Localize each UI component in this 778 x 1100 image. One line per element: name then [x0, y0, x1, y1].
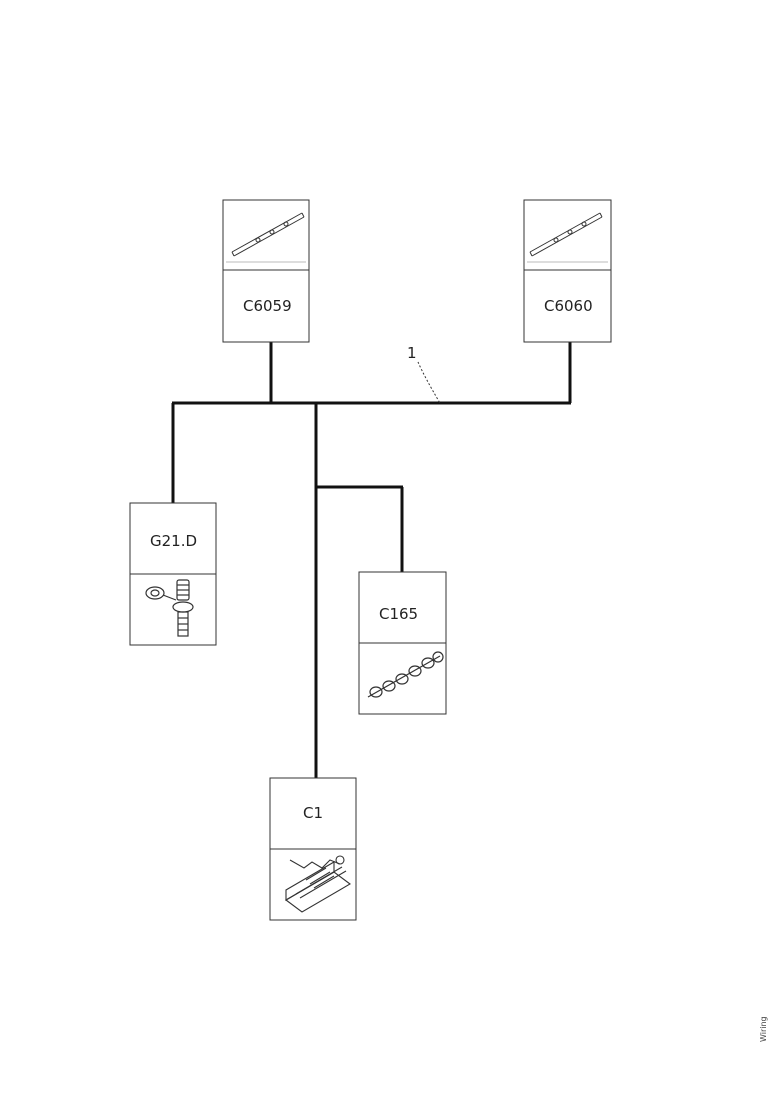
connector-label: C6059: [243, 297, 292, 315]
callout-leader-line: [417, 361, 441, 404]
connector-label: G21.D: [150, 532, 197, 550]
connector-G21D: G21.D: [129, 502, 217, 646]
connector-box: [222, 199, 310, 343]
connector-box: [523, 199, 612, 343]
connector-label: C6060: [544, 297, 593, 315]
ground-stud-icon: [145, 579, 194, 637]
harness-wires: [171, 342, 572, 778]
connector-C6060: C6060: [523, 199, 612, 343]
connector-C1: C1: [269, 777, 357, 921]
connector-chain-icon: [367, 651, 444, 698]
connector-label: C165: [379, 605, 418, 623]
connector-C165: C165: [358, 571, 447, 715]
harness-callout-number: 1: [407, 344, 417, 362]
connector-block-icon: [285, 855, 351, 913]
diagram-reference-code: Wiring: [759, 1016, 768, 1042]
connector-rail-icon: [226, 212, 306, 263]
connector-C6059: C6059: [222, 199, 310, 343]
connector-label: C1: [303, 804, 323, 822]
connector-rail-icon: [527, 212, 608, 263]
